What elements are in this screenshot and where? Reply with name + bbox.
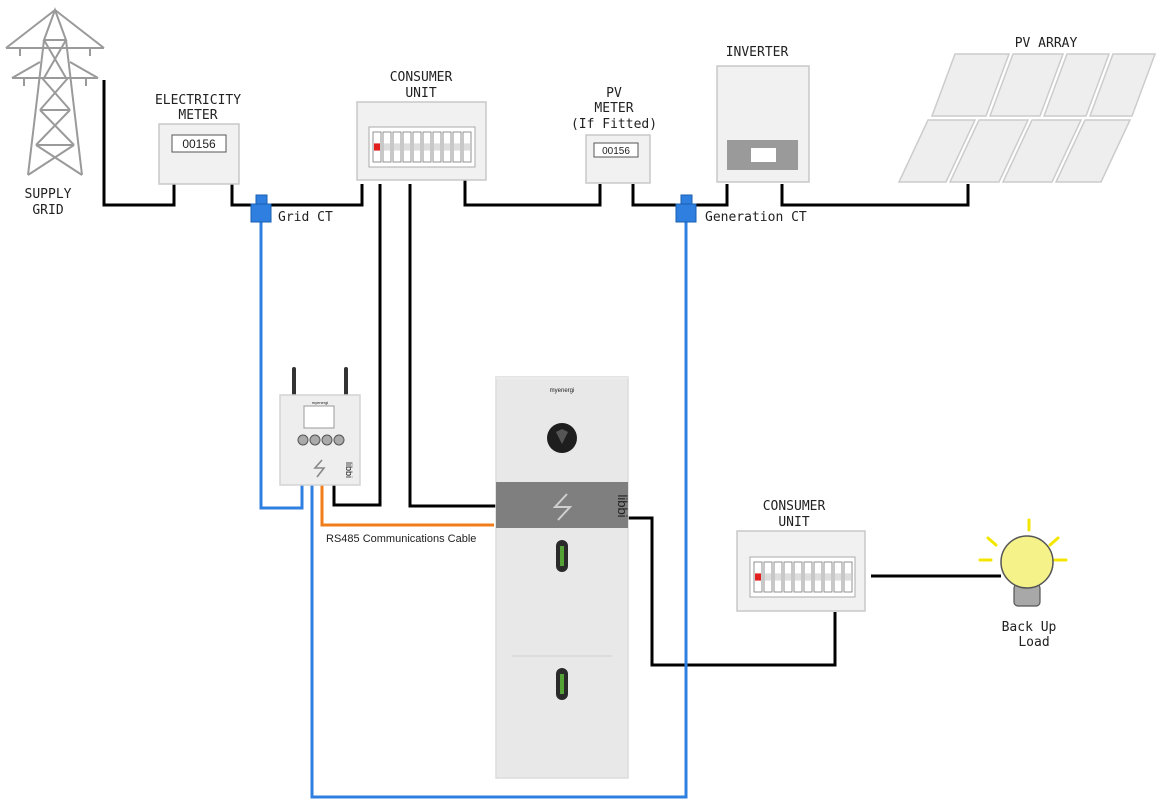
breaker-switch [795,573,801,581]
pv-meter-label-2: METER [594,101,633,116]
electricity-meter: 00156 [158,123,240,185]
consumer-unit-label-1: CONSUMER [390,70,453,85]
pv-meter: 00156 [585,134,651,184]
breaker-switch [394,143,400,151]
breaker-switch [835,573,841,581]
breaker-row [372,131,472,163]
breaker-switch [765,573,771,581]
generation-ct-label: Generation CT [705,210,807,225]
breaker-switch [825,573,831,581]
pv-array [897,53,1157,183]
electricity-meter-reading: 00156 [182,137,216,151]
pv-meter-label-1: PV [606,86,622,101]
breaker-switch [404,143,410,151]
breaker-switch-red [374,143,380,151]
breaker-switch [454,143,460,151]
controller-buttons [297,434,345,446]
breaker-switch [815,573,821,581]
rs485-cable [320,485,494,527]
electricity-pylon-icon [5,7,105,176]
controller-product-mark: libbi [344,462,354,478]
battery-product-mark: libbi [615,494,630,517]
ct-cables [259,222,688,799]
breaker-switch [464,143,470,151]
grid-ct-clamp [250,194,272,223]
breaker-row [753,561,853,593]
pv-array-label: PV ARRAY [1015,36,1078,51]
controller-brand: myenergi [312,400,329,405]
electricity-meter-label-1: ELECTRICITY [155,93,241,108]
inverter-label: INVERTER [726,45,789,60]
backup-load-label-1: Back Up [1002,620,1057,635]
backup-consumer-unit-label-2: UNIT [778,515,809,530]
consumer-unit-backup [736,530,866,612]
lightning-logo-icon [313,459,326,478]
battery-controller-unit: myenergi libbi [279,367,361,486]
backup-load-label-2: Load [1018,635,1049,650]
grid-ct-label: Grid CT [278,210,333,225]
breaker-switch [434,143,440,151]
battery-tower: myenergi libbi [495,376,630,779]
rs485-label: RS485 Communications Cable [326,533,476,545]
battery-control-band [496,482,628,528]
breaker-switch [384,143,390,151]
breaker-switch [785,573,791,581]
electricity-meter-label-2: METER [178,108,217,123]
breaker-switch [444,143,450,151]
consumer-unit-label-2: UNIT [405,86,436,101]
consumer-unit-main [356,101,487,181]
breaker-switch [424,143,430,151]
breaker-switch [414,143,420,151]
breaker-switch [805,573,811,581]
breaker-switch [845,573,851,581]
breaker-switch [775,573,781,581]
generation-ct-clamp [675,194,697,223]
supply-grid-label-2: GRID [32,203,63,218]
inverter [716,65,810,183]
battery-brand: myenergi [550,388,575,394]
pv-meter-label-3: (If Fitted) [571,117,657,132]
lightning-logo-icon [552,493,573,521]
supply-grid-label-1: SUPPLY [25,187,72,202]
backup-consumer-unit-label-1: CONSUMER [763,499,826,514]
pv-meter-reading: 00156 [602,146,630,157]
light-bulb-icon [978,518,1068,607]
breaker-switch-red [755,573,761,581]
